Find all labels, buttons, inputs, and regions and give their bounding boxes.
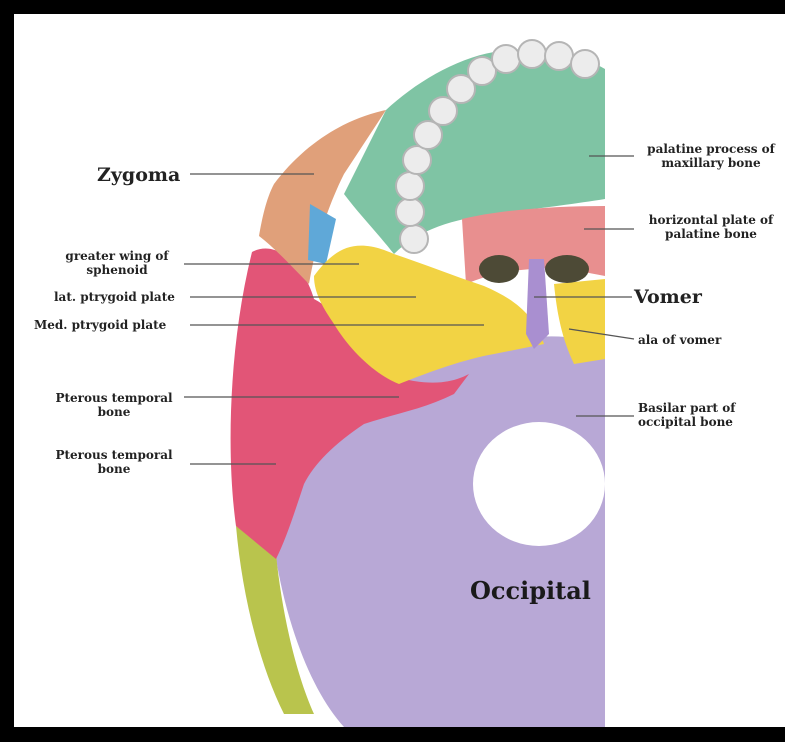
label-pterous-temporal-1: Pterous temporal bone (44, 391, 184, 419)
label-greater-wing-line1: greater wing of (52, 249, 182, 263)
label-zygoma: Zygoma (97, 164, 180, 186)
sphenoid-greater-wing-blue (308, 204, 336, 264)
label-basilar-line1: Basilar part of (638, 401, 735, 415)
label-vomer: Vomer (634, 286, 702, 308)
label-pterous-2-line2: bone (44, 462, 184, 476)
skull-base-illustration (14, 14, 785, 727)
label-palatine-process-line2: maxillary bone (636, 156, 785, 170)
label-basilar-part: Basilar part of occipital bone (638, 401, 735, 429)
label-palatine-process-line1: palatine process of (636, 142, 785, 156)
label-horizontal-plate: horizontal plate of palatine bone (636, 213, 785, 241)
label-occipital: Occipital (470, 577, 591, 605)
choana-right (545, 255, 589, 283)
label-horizontal-plate-line2: palatine bone (636, 227, 785, 241)
vomer-bone (526, 259, 549, 349)
label-lat-ptrygoid: lat. ptrygoid plate (54, 290, 175, 304)
label-pterous-1-line1: Pterous temporal (44, 391, 184, 405)
label-horizontal-plate-line1: horizontal plate of (636, 213, 785, 227)
label-med-ptrygoid: Med. ptrygoid plate (34, 318, 166, 332)
choana-left (479, 255, 519, 283)
label-basilar-line2: occipital bone (638, 415, 735, 429)
label-palatine-process: palatine process of maxillary bone (636, 142, 785, 170)
label-pterous-2-line1: Pterous temporal (44, 448, 184, 462)
label-greater-wing-line2: sphenoid (52, 263, 182, 277)
label-pterous-1-line2: bone (44, 405, 184, 419)
label-ala-of-vomer: ala of vomer (638, 333, 721, 347)
label-pterous-temporal-2: Pterous temporal bone (44, 448, 184, 476)
foramen-magnum (473, 422, 605, 546)
diagram-canvas: Zygoma greater wing of sphenoid lat. ptr… (14, 14, 785, 727)
label-greater-wing: greater wing of sphenoid (52, 249, 182, 277)
